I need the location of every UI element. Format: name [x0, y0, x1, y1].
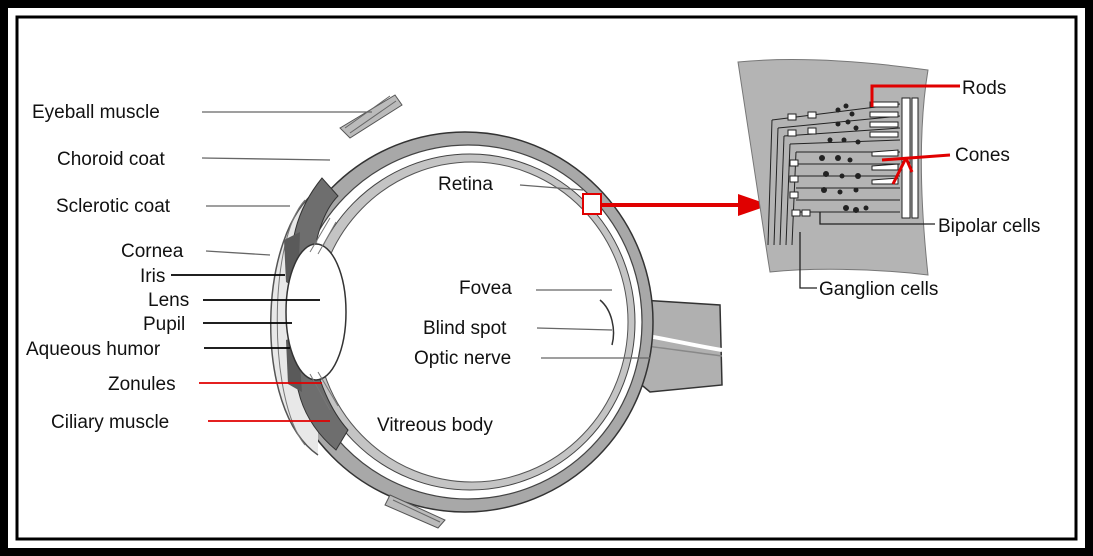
- retina-sample-box: [583, 194, 601, 214]
- label-retina: Retina: [438, 174, 493, 195]
- label-rods: Rods: [962, 78, 1006, 99]
- lens-shape: [286, 244, 346, 380]
- label-aqueous-humor: Aqueous humor: [26, 339, 161, 360]
- label-blind-spot: Blind spot: [423, 318, 507, 339]
- label-sclerotic-coat: Sclerotic coat: [56, 196, 171, 217]
- label-eyeball-muscle: Eyeball muscle: [32, 102, 160, 123]
- retina-tissue: [738, 60, 928, 275]
- label-pupil: Pupil: [143, 314, 185, 335]
- label-cornea: Cornea: [121, 241, 184, 262]
- label-cones: Cones: [955, 145, 1010, 166]
- label-ciliary-muscle: Ciliary muscle: [51, 412, 169, 433]
- retina-detail-panel: [738, 60, 928, 275]
- label-lens: Lens: [148, 290, 189, 311]
- label-ganglion-cells: Ganglion cells: [819, 279, 938, 300]
- label-fovea: Fovea: [459, 278, 512, 299]
- label-optic-nerve: Optic nerve: [414, 348, 511, 369]
- label-vitreous-body: Vitreous body: [377, 415, 493, 436]
- label-zonules: Zonules: [108, 374, 176, 395]
- label-iris: Iris: [140, 266, 165, 287]
- label-choroid-coat: Choroid coat: [57, 149, 165, 170]
- label-bipolar-cells: Bipolar cells: [938, 216, 1040, 237]
